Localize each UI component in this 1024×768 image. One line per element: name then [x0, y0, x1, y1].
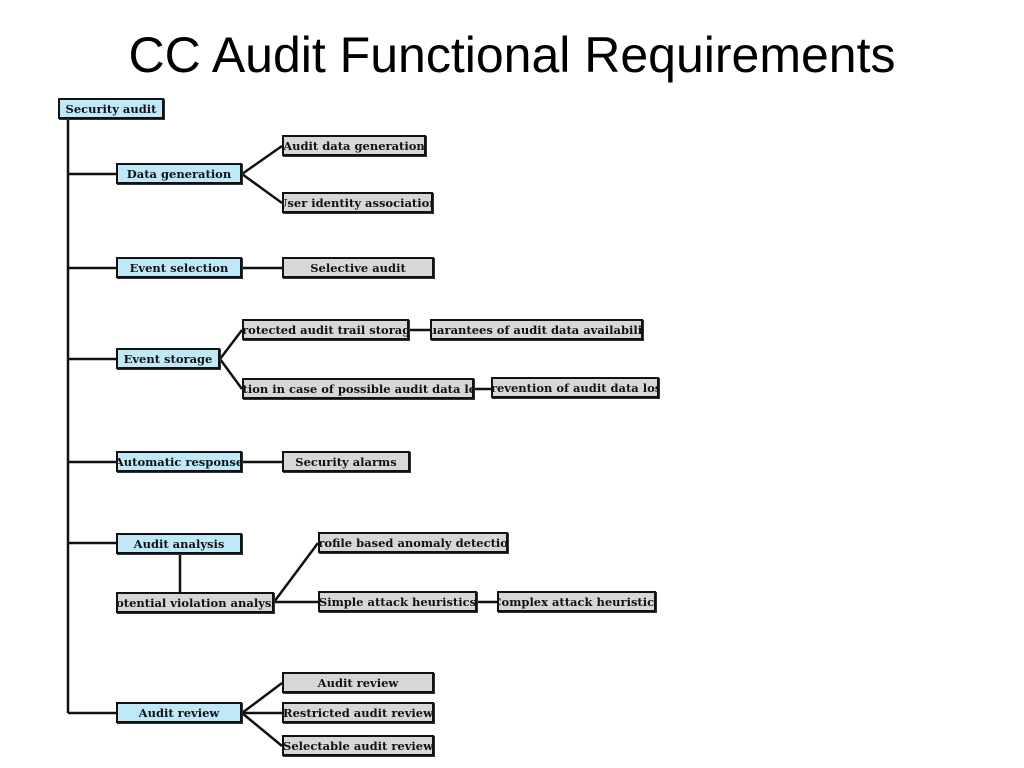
- node-complex-attack-heuristics: Complex attack heuristics: [497, 591, 656, 612]
- node-automatic-response: Automatic response: [116, 451, 242, 472]
- node-user-identity-association: User identity association: [282, 192, 433, 213]
- node-audit-review: Audit review: [116, 702, 242, 723]
- node-audit-review-leaf: Audit review: [282, 672, 434, 693]
- node-audit-analysis: Audit analysis: [116, 533, 242, 554]
- node-profile-based-anomaly-detection: Profile based anomaly detection: [318, 532, 508, 553]
- node-protected-audit-trail-storage: Protected audit trail storage: [242, 319, 409, 340]
- slide-title: CC Audit Functional Requirements: [128, 27, 896, 83]
- node-security-audit: Security audit: [58, 98, 164, 119]
- node-action-in-case-of-possible-audit-data-loss: Action in case of possible audit data lo…: [242, 378, 474, 399]
- node-guarantees-of-audit-data-availability: Guarantees of audit data availability: [430, 319, 643, 340]
- node-event-storage: Event storage: [116, 348, 220, 369]
- node-selectable-audit-review: Selectable audit review: [282, 735, 434, 756]
- node-selective-audit: Selective audit: [282, 257, 434, 278]
- node-potential-violation-analysis: Potential violation analysis: [116, 592, 274, 613]
- node-restricted-audit-review: Restricted audit review: [282, 702, 434, 723]
- node-event-selection: Event selection: [116, 257, 242, 278]
- node-data-generation: Data generation: [116, 163, 242, 184]
- node-audit-data-generation: Audit data generation: [282, 135, 426, 156]
- node-simple-attack-heuristics: Simple attack heuristics: [318, 591, 477, 612]
- node-prevention-of-audit-data-loss: Prevention of audit data loss: [491, 377, 659, 398]
- node-security-alarms: Security alarms: [282, 451, 410, 472]
